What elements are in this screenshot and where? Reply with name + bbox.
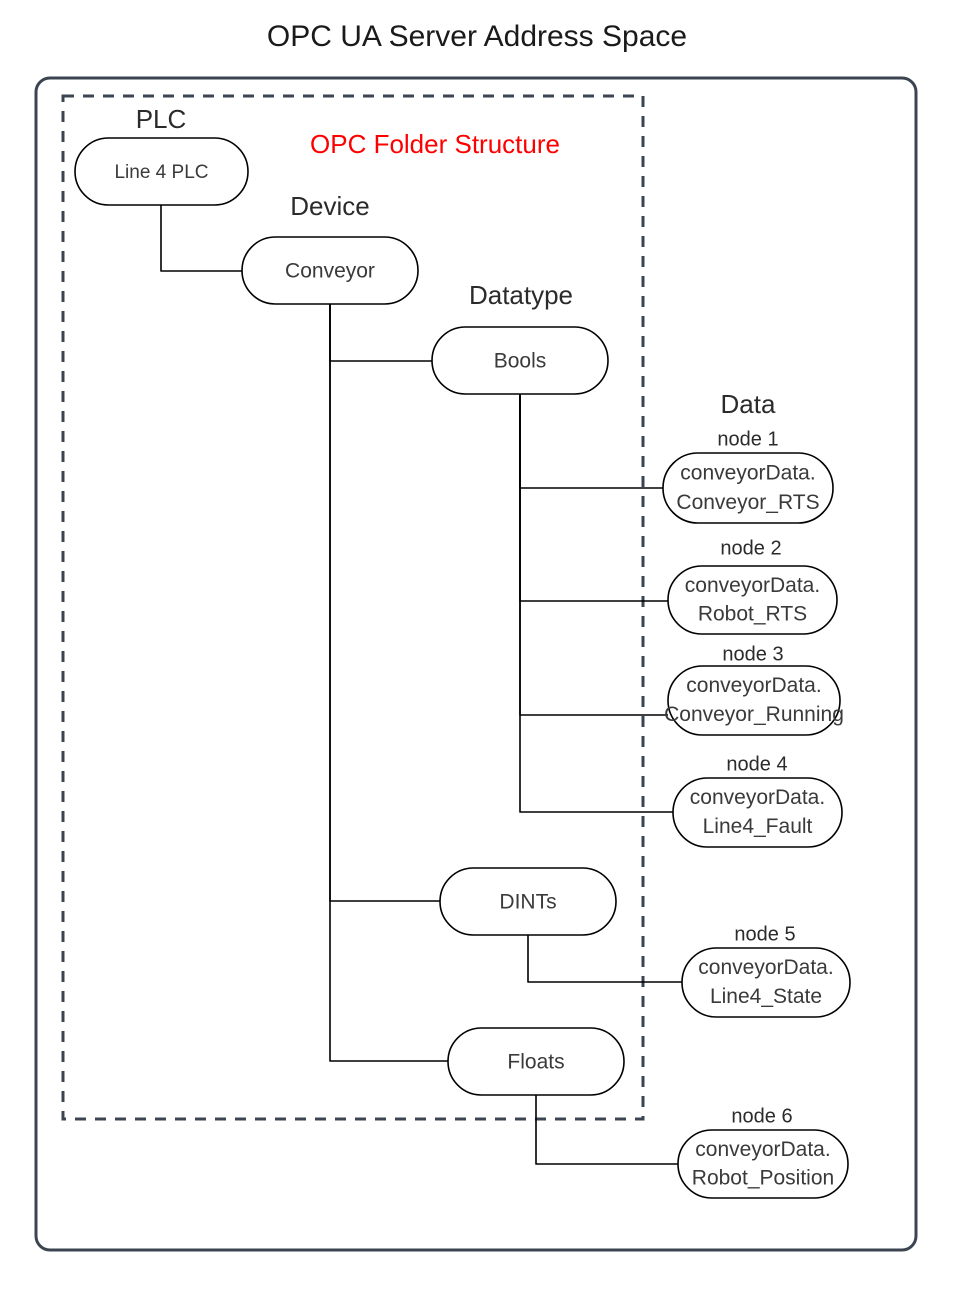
- data-node-5-shape[interactable]: [681, 947, 851, 1018]
- node-dints[interactable]: DINTs: [439, 867, 617, 936]
- node-floats-label: Floats: [507, 1051, 564, 1074]
- connector-bools-to-node4: [519, 394, 673, 813]
- node-bools-label: Bools: [494, 350, 547, 373]
- data-node-5-line2: Line4_State: [710, 985, 822, 1008]
- connector-floats-to-node6: [535, 1095, 678, 1165]
- node-line-4-plc-label: Line 4 PLC: [114, 162, 208, 183]
- structure-caption: OPC Folder Structure: [310, 129, 560, 159]
- data-node-3-line2: Conveyor_Running: [664, 703, 844, 726]
- node-bools-shape[interactable]: [431, 326, 609, 395]
- data-node-5[interactable]: node 5 conveyorData. Line4_State: [681, 923, 851, 1018]
- node-conveyor-shape[interactable]: [241, 236, 419, 305]
- data-node-2-shape[interactable]: [667, 565, 838, 635]
- data-node-2[interactable]: node 2 conveyorData. Robot_RTS: [667, 537, 838, 635]
- data-node-5-line1: conveyorData.: [698, 956, 833, 979]
- node-conveyor-label: Conveyor: [285, 260, 375, 283]
- data-node-6-shape[interactable]: [677, 1129, 849, 1199]
- data-node-6-caption: node 6: [731, 1105, 792, 1127]
- data-node-4-line1: conveyorData.: [690, 786, 825, 809]
- data-node-4[interactable]: node 4 conveyorData. Line4_Fault: [672, 753, 843, 848]
- node-bools[interactable]: Bools: [431, 326, 609, 395]
- data-node-4-shape[interactable]: [672, 777, 843, 848]
- node-dints-shape[interactable]: [439, 867, 617, 936]
- data-node-1-line1: conveyorData.: [680, 462, 815, 485]
- data-node-3[interactable]: node 3 conveyorData. Conveyor_Running: [664, 643, 844, 736]
- opc-folder-structure-frame: [61, 94, 645, 1121]
- data-node-2-line1: conveyorData.: [685, 574, 820, 597]
- node-line-4-plc[interactable]: Line 4 PLC: [74, 137, 249, 206]
- data-node-4-line2: Line4_Fault: [703, 815, 813, 838]
- data-node-6[interactable]: node 6 conveyorData. Robot_Position: [677, 1105, 849, 1199]
- connector-layer: [160, 205, 682, 1165]
- data-node-1[interactable]: node 1 conveyorData. Conveyor_RTS: [662, 428, 834, 524]
- node-line-4-plc-shape[interactable]: [74, 137, 249, 206]
- column-caption-data: Data: [721, 389, 776, 419]
- data-node-3-caption: node 3: [722, 643, 783, 665]
- node-floats[interactable]: Floats: [447, 1027, 625, 1096]
- connector-device-to-floats: [329, 304, 448, 1062]
- data-node-6-line1: conveyorData.: [695, 1138, 830, 1161]
- data-node-1-shape[interactable]: [662, 452, 834, 524]
- data-node-4-caption: node 4: [726, 753, 787, 775]
- data-node-1-caption: node 1: [717, 428, 778, 450]
- node-floats-shape[interactable]: [447, 1027, 625, 1096]
- page-title: OPC UA Server Address Space: [267, 20, 687, 53]
- node-dints-label: DINTs: [499, 891, 556, 914]
- data-node-3-shape[interactable]: [667, 665, 841, 736]
- data-node-5-caption: node 5: [734, 923, 795, 945]
- data-node-6-line2: Robot_Position: [692, 1167, 834, 1190]
- node-conveyor[interactable]: Conveyor: [241, 236, 419, 305]
- connector-plc-to-device: [160, 205, 242, 272]
- column-caption-device: Device: [290, 191, 369, 221]
- connector-dints-to-node5: [527, 935, 682, 983]
- column-caption-datatype: Datatype: [469, 280, 573, 310]
- data-node-2-caption: node 2: [720, 537, 781, 559]
- data-node-3-line1: conveyorData.: [686, 674, 821, 697]
- data-node-2-line2: Robot_RTS: [698, 603, 807, 626]
- data-node-1-line2: Conveyor_RTS: [676, 491, 819, 514]
- column-caption-plc: PLC: [136, 104, 187, 134]
